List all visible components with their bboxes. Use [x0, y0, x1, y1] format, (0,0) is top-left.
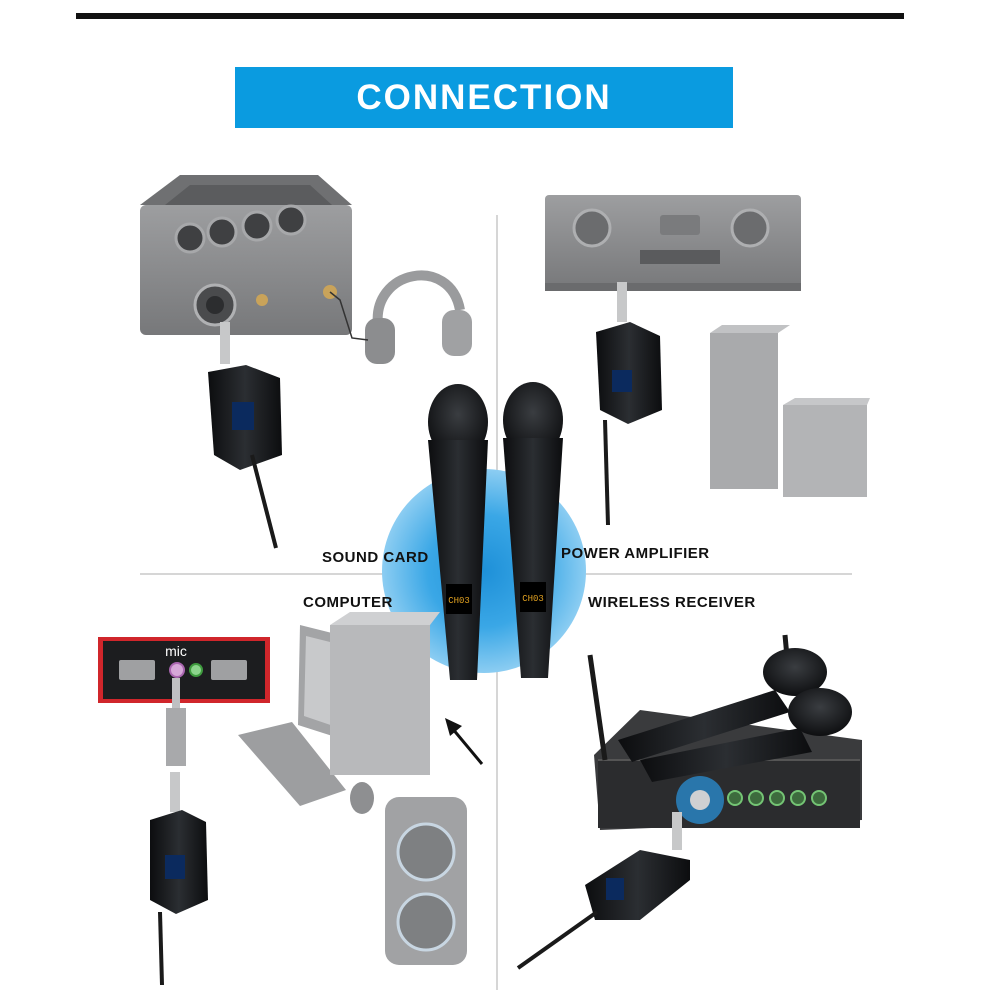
svg-text:CH03: CH03 — [448, 596, 470, 606]
arrow-icon — [445, 718, 484, 765]
label-power-amplifier: POWER AMPLIFIER — [561, 545, 710, 562]
svg-text:mic: mic — [165, 643, 187, 659]
receiver-transmitter-icon — [208, 322, 282, 549]
headphones-icon — [365, 270, 472, 364]
svg-text:CH03: CH03 — [522, 594, 544, 604]
party-speaker-icon — [385, 797, 467, 965]
page-title: CONNECTION — [356, 77, 612, 117]
label-sound-card: SOUND CARD — [322, 549, 429, 566]
adapter-plug — [166, 678, 186, 766]
handheld-microphone-icon — [640, 688, 852, 782]
label-computer: COMPUTER — [303, 594, 393, 611]
speaker-icon — [710, 325, 870, 497]
handheld-microphone-icon: CH03 — [503, 382, 563, 678]
computer-icon — [238, 612, 440, 814]
mic-port-panel: mic — [98, 637, 270, 703]
power-amplifier-icon — [545, 195, 801, 291]
label-wireless-receiver: WIRELESS RECEIVER — [588, 594, 756, 611]
receiver-transmitter-icon — [596, 282, 662, 526]
handheld-microphone-icon — [618, 648, 827, 762]
handheld-microphone-icon: CH03 — [428, 384, 488, 680]
receiver-transmitter-icon — [516, 812, 690, 970]
title-banner: CONNECTION — [235, 67, 733, 128]
receiver-transmitter-icon — [150, 772, 208, 986]
sound-card-icon — [140, 175, 352, 335]
top-rule — [76, 13, 904, 19]
